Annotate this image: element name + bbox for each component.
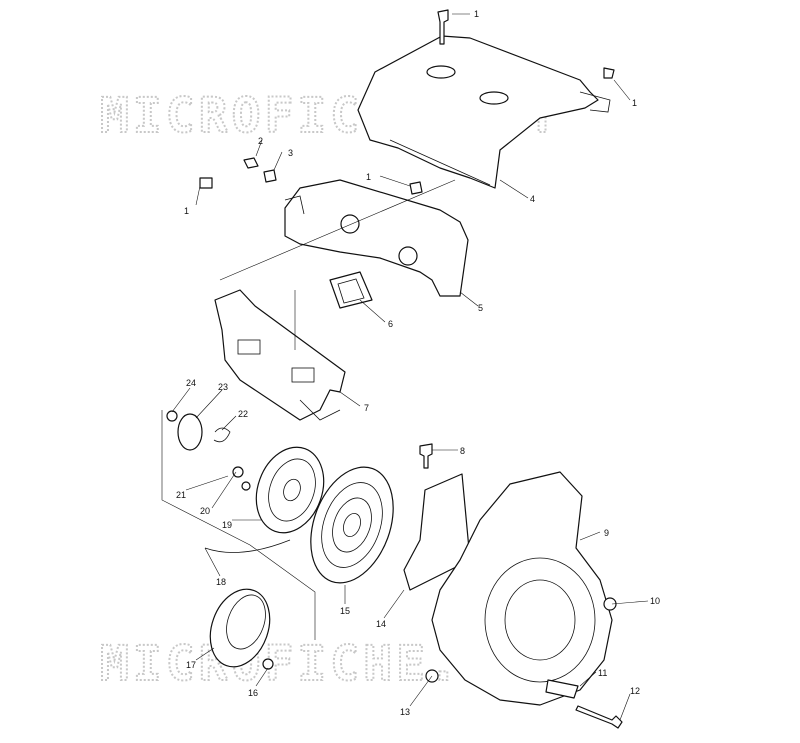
starter-pulley xyxy=(255,446,325,534)
gasket xyxy=(329,271,373,309)
recoil-spring xyxy=(310,466,394,584)
leader-lines xyxy=(161,13,649,721)
callout-3: 3 xyxy=(288,148,293,158)
callout-1-top: 1 xyxy=(474,9,479,19)
callout-16: 16 xyxy=(248,688,258,698)
friction-plate xyxy=(166,410,251,491)
callout-2: 2 xyxy=(258,136,263,146)
callouts: 1 1 1 1 2 3 4 5 6 7 8 9 10 11 12 13 14 1… xyxy=(176,9,660,717)
callout-23: 23 xyxy=(218,382,228,392)
bolt-12 xyxy=(575,705,623,729)
callout-1-right: 1 xyxy=(632,98,637,108)
clip-11 xyxy=(545,679,579,699)
callout-24: 24 xyxy=(186,378,196,388)
heat-shield-top xyxy=(357,35,611,189)
heat-shield-middle xyxy=(284,179,469,297)
callout-15: 15 xyxy=(340,606,350,616)
callout-8: 8 xyxy=(460,446,465,456)
callout-13: 13 xyxy=(400,707,410,717)
callout-6: 6 xyxy=(388,319,393,329)
callout-22: 22 xyxy=(238,409,248,419)
lower-bracket xyxy=(214,289,346,421)
bolt-8 xyxy=(419,443,433,469)
callout-18: 18 xyxy=(216,577,226,587)
bolt-1-right xyxy=(603,67,615,79)
callout-20: 20 xyxy=(200,506,210,516)
callout-19: 19 xyxy=(222,520,232,530)
nut-3 xyxy=(263,169,277,183)
mounting-bracket xyxy=(403,473,471,591)
callout-21: 21 xyxy=(176,490,186,500)
bolt-1-middle xyxy=(409,181,423,195)
fan-housing xyxy=(425,471,617,706)
nut-2 xyxy=(243,157,259,169)
callout-17: 17 xyxy=(186,660,196,670)
callout-1-left: 1 xyxy=(184,206,189,216)
bolt-1-top xyxy=(437,9,449,45)
callout-14: 14 xyxy=(376,619,386,629)
callout-10: 10 xyxy=(650,596,660,606)
rope-guide xyxy=(209,588,274,670)
bolt-1-left xyxy=(199,177,213,189)
starter-rope xyxy=(204,539,291,553)
callout-5: 5 xyxy=(478,303,483,313)
callout-11: 11 xyxy=(598,668,607,678)
callout-1-middle: 1 xyxy=(366,172,371,182)
callout-7: 7 xyxy=(364,403,369,413)
callout-4: 4 xyxy=(530,194,535,204)
callout-12: 12 xyxy=(630,686,640,696)
callout-9: 9 xyxy=(604,528,609,538)
